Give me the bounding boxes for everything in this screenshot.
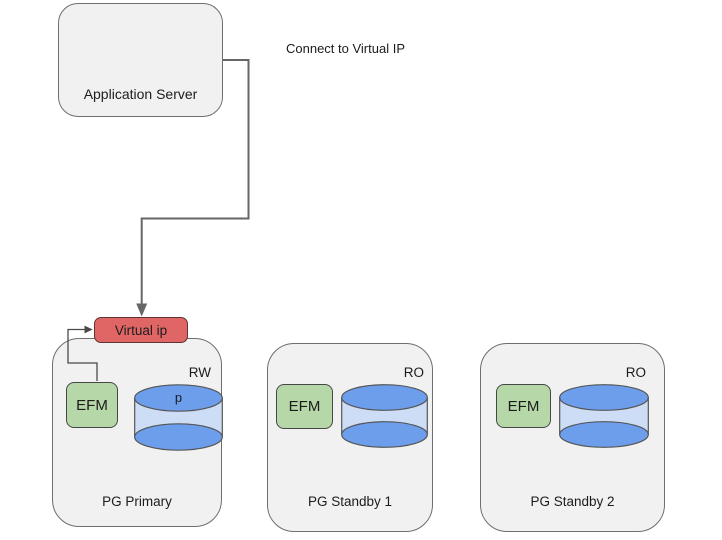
pg-standby-2-node: RO EFM PG Standby 2 <box>480 343 665 532</box>
pg-standby-1-node: RO EFM PG Standby 1 <box>267 343 433 532</box>
pg-primary-label: PG Primary <box>102 494 172 509</box>
pg-primary-node: RW EFM p PG Primary <box>52 338 223 527</box>
database-cylinder-standby-1 <box>341 384 428 448</box>
efm-label: EFM <box>507 397 540 415</box>
database-cylinder-standby-2 <box>559 384 649 448</box>
database-cylinder-primary <box>134 384 223 451</box>
efm-box-primary: EFM <box>66 382 118 428</box>
efm-box-standby-1: EFM <box>276 384 333 429</box>
app-to-vip-arrowhead-icon <box>136 303 148 317</box>
access-mode-label-rw: RW <box>188 365 211 380</box>
access-mode-label-ro-2: RO <box>625 365 646 380</box>
efm-to-vip-arrowhead-icon <box>84 325 93 334</box>
efm-box-standby-2: EFM <box>496 384 551 428</box>
virtual-ip-box: Virtual ip <box>94 317 188 343</box>
db-label-primary: p <box>174 390 183 405</box>
connection-label: Connect to Virtual IP <box>286 41 405 56</box>
pg-standby-1-label: PG Standby 1 <box>307 494 393 509</box>
virtual-ip-label: Virtual ip <box>114 322 168 338</box>
access-mode-label-ro-1: RO <box>403 365 424 380</box>
efm-label: EFM <box>288 398 321 415</box>
application-server-node: Application Server <box>58 3 223 117</box>
efm-label: EFM <box>76 396 108 414</box>
pg-standby-2-label: PG Standby 2 <box>530 494 615 509</box>
application-server-label: Application Server <box>83 86 198 102</box>
